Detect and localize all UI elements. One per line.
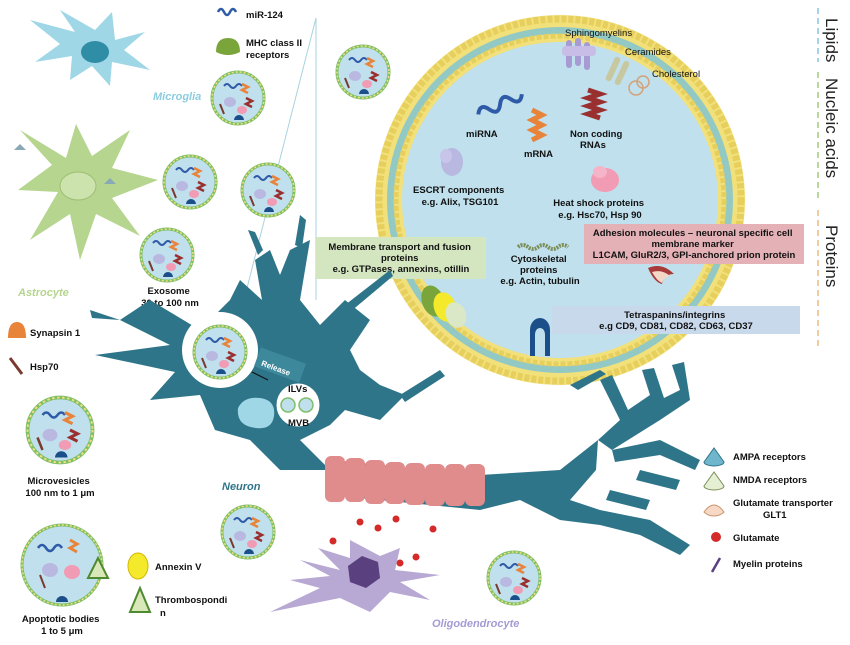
microvesicle — [25, 395, 95, 465]
membrane-transport-box — [316, 237, 486, 279]
vesicle-near-exosome — [335, 44, 391, 100]
myelin-proteins-label: Myelin proteins — [733, 559, 803, 570]
adhesion-molecules-box — [584, 224, 804, 264]
tetraspanin-icon — [530, 318, 550, 356]
exosome-label: Exosome 30 to 100 nm — [141, 286, 199, 309]
heat-shock-label: Heat shock proteins e.g. Hsc70, Hsp 90 — [553, 198, 646, 221]
microglia-label: Microglia — [153, 91, 201, 103]
myelin-protein-icon — [710, 557, 722, 573]
glutamate-transporter-label: Glutamate transporter GLT1 — [733, 498, 835, 521]
ilvs-label: ILVs — [288, 384, 307, 395]
sphingomyelins-label: Sphingomyelins — [565, 28, 632, 39]
annexin-label: Annexin V — [155, 562, 202, 573]
mhc-label: MHC class II receptors — [246, 38, 305, 61]
vesicle-microglia — [210, 70, 266, 126]
cholesterol-label: Cholesterol — [652, 69, 700, 80]
category-proteins: Proteins — [822, 225, 841, 287]
cholesterol-icon — [628, 75, 650, 96]
astrocyte-cell — [14, 124, 158, 260]
cytoskeleton-icon — [516, 243, 570, 251]
mir124-icon — [216, 7, 238, 17]
ampa-icon — [703, 447, 725, 467]
annexin-icon — [127, 552, 149, 580]
hsp70-label: Hsp70 — [30, 362, 59, 373]
glutamate-label: Glutamate — [733, 533, 779, 544]
mrna-icon — [526, 107, 548, 143]
category-lipids: Lipids — [822, 18, 841, 62]
cytoskeletal-label: Cytoskeletal proteins e.g. Actin, tubuli… — [500, 254, 580, 287]
mir124-label: miR-124 — [246, 10, 284, 21]
mhc-class-ii-icon — [216, 38, 240, 55]
nmda-icon — [703, 471, 725, 491]
microvesicles-label: Microvesicles 100 nm to 1 μm — [25, 476, 94, 499]
oligodendrocyte-cell — [270, 540, 440, 612]
astrocyte-label: Astrocyte — [17, 287, 69, 299]
noncoding-rna-label: Non coding RNAs — [570, 129, 625, 151]
adhesion-molecules-label: Adhesion molecules – neuronal specific c… — [593, 228, 796, 261]
vesicle-astrocyte-1 — [162, 154, 218, 210]
release-vesicle — [192, 324, 248, 380]
nmda-label: NMDA receptors — [733, 475, 807, 486]
oligodendrocyte-label: Oligodendrocyte — [432, 618, 519, 630]
sphingomyelin-icon — [562, 38, 596, 70]
vesicle-oligodendrocyte-1 — [220, 504, 276, 560]
glutamate-transporter-icon — [703, 504, 725, 517]
mvb-icon — [275, 382, 321, 428]
vesicle-oligodendrocyte-2 — [486, 550, 542, 606]
glutamate-icon — [711, 532, 721, 542]
mirna-label: miRNA — [466, 129, 498, 140]
mvb-label: MVB — [288, 418, 309, 429]
membrane-transport-label: Membrane transport and fusion proteins e… — [328, 242, 473, 275]
mrna-label: mRNA — [524, 149, 553, 160]
apoptotic-bodies-label: Apoptotic bodies 1 to 5 μm — [22, 614, 102, 637]
thrombospondin-icon — [128, 585, 152, 613]
apoptotic-body — [20, 523, 110, 607]
exosome-vesicle — [139, 227, 195, 283]
neuron-nucleus — [237, 397, 275, 429]
ceramide-icon — [605, 56, 630, 86]
adhesion-molecule-icon — [648, 266, 674, 284]
membrane-nmda-icon — [445, 302, 467, 328]
noncoding-rna-icon — [580, 87, 608, 121]
tetraspanins-label: Tetraspanins/integrins e.g CD9, CD81, CD… — [599, 310, 753, 332]
synapsin-label: Synapsin 1 — [30, 328, 81, 339]
hsp70-icon — [8, 357, 24, 375]
thrombospondin-label: Thrombospondi n — [155, 595, 230, 619]
escrt-icon — [440, 148, 463, 176]
heat-shock-protein-icon — [591, 166, 619, 192]
myelin-sheath — [325, 456, 485, 506]
glutamate-dots — [329, 515, 437, 567]
tetraspanins-box — [552, 306, 800, 334]
category-nucleic-acids: Nucleic acids — [822, 78, 841, 178]
escrt-label: ESCRT components e.g. Alix, TSG101 — [413, 185, 507, 208]
mirna-icon — [476, 93, 524, 115]
ampa-label: AMPA receptors — [733, 452, 806, 463]
vesicle-astrocyte-2 — [240, 162, 296, 218]
neuron-label: Neuron — [222, 481, 261, 493]
microglia-cell — [30, 10, 150, 86]
ceramides-label: Ceramides — [625, 47, 671, 58]
synapsin-icon — [8, 322, 26, 338]
